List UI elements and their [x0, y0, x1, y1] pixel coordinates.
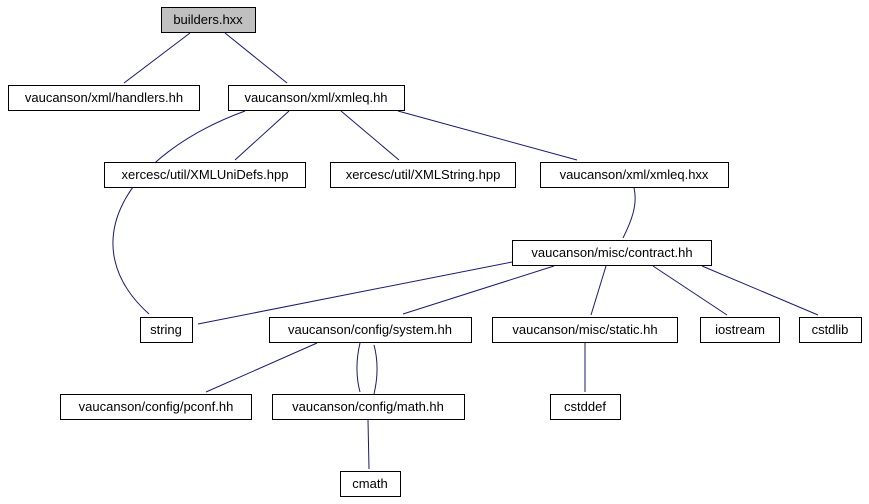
edge-xmleq_hh-xmlstring_hpp — [340, 110, 400, 161]
edge-system_hh-pconf_hh — [205, 342, 318, 393]
node-math_hh[interactable]: vaucanson/config/math.hh — [271, 394, 465, 420]
node-cstdlib[interactable]: cstdlib — [798, 317, 862, 343]
edge-system_hh-math_hh — [356, 342, 361, 393]
edge-xmleq_hh-xmleq_hxx — [397, 110, 578, 161]
node-handlers_hh[interactable]: vaucanson/xml/handlers.hh — [8, 85, 200, 111]
edge-contract_hh-iostream — [652, 265, 728, 316]
node-system_hh[interactable]: vaucanson/config/system.hh — [268, 317, 472, 343]
node-cmath[interactable]: cmath — [339, 471, 401, 497]
edge-builders_hxx-xmleq_hh — [224, 32, 288, 84]
node-contract_hh[interactable]: vaucanson/misc/contract.hh — [512, 240, 712, 266]
node-xmleq_hh[interactable]: vaucanson/xml/xmleq.hh — [227, 85, 405, 111]
edge-xmleq_hh-xmlunidefs_hpp — [234, 110, 290, 161]
node-pconf_hh[interactable]: vaucanson/config/pconf.hh — [60, 394, 252, 420]
node-xmlstring_hpp[interactable]: xercesc/util/XMLString.hpp — [330, 162, 516, 188]
node-iostream[interactable]: iostream — [700, 317, 780, 343]
edge-contract_hh-system_hh — [402, 265, 555, 315]
node-static_hh[interactable]: vaucanson/misc/static.hh — [492, 317, 678, 343]
edge-contract_hh-cstdlib — [701, 265, 819, 316]
edge-xmleq_hh-string — [112, 110, 246, 315]
node-xmlunidefs_hpp[interactable]: xercesc/util/XMLUniDefs.hpp — [104, 162, 306, 188]
edge-contract_hh-string — [197, 261, 513, 325]
edge-math_hh-system_hh — [373, 344, 378, 395]
edge-contract_hh-static_hh — [590, 265, 607, 316]
edge-xmleq_hxx-contract_hh — [622, 187, 636, 239]
edge-builders_hxx-handlers_hh — [123, 32, 191, 84]
node-cstddef[interactable]: cstddef — [549, 394, 621, 420]
node-builders_hxx[interactable]: builders.hxx — [160, 7, 256, 33]
node-xmleq_hxx[interactable]: vaucanson/xml/xmleq.hxx — [539, 162, 729, 188]
edge-math_hh-cmath — [367, 419, 370, 470]
node-string[interactable]: string — [139, 317, 193, 343]
